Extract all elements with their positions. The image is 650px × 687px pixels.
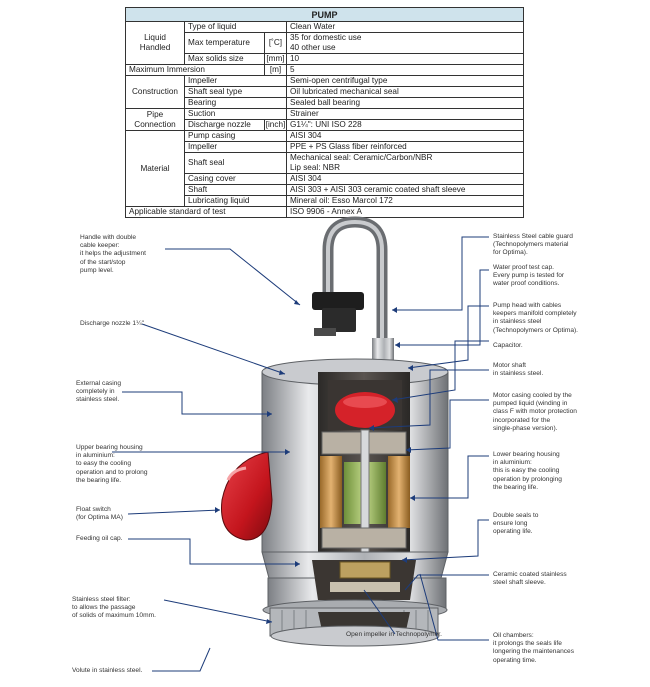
label-stainless-filter: Stainless steel filter: to allows the pa… bbox=[72, 596, 156, 620]
label-oil-chambers: Oil chambers: it prolongs the seals life… bbox=[493, 632, 575, 664]
label-ceramic-sleeve: Ceramic coated stainless steel shaft sle… bbox=[493, 571, 567, 587]
label-feeding-oil-cap: Feeding oil cap. bbox=[76, 535, 123, 542]
table-title: PUMP bbox=[124, 7, 525, 22]
float-switch bbox=[221, 451, 273, 541]
spec-table: PUMP Liquid Handled Type of liquid Clean… bbox=[124, 7, 525, 218]
table-row: Impeller PPE + PS Glass fiber reinforced bbox=[126, 141, 525, 153]
label-capacitor: Capacitor. bbox=[493, 342, 523, 349]
cable-guard bbox=[372, 338, 394, 364]
table-row: Material Pump casing AISI 304 bbox=[125, 130, 525, 207]
label-double-seals: Double seals to ensure long operating li… bbox=[493, 512, 539, 536]
leader-lines bbox=[112, 236, 489, 672]
handle bbox=[312, 216, 388, 345]
table-row: Pipe Connection Suction Strainer bbox=[125, 108, 525, 131]
motor-casing bbox=[261, 358, 449, 571]
label-motor-shaft: Motor shaft in stainless steel. bbox=[493, 362, 544, 378]
label-open-impeller: Open impeller in Technopolymer. bbox=[346, 631, 442, 638]
table-row: Shaft AISI 303 + AISI 303 ceramic coated… bbox=[126, 184, 525, 196]
table-header-row: PUMP bbox=[124, 7, 525, 22]
label-lower-bearing: Lower bearing housing in aluminium: this… bbox=[493, 451, 562, 491]
label-external-casing: External casing completely in stainless … bbox=[76, 380, 122, 404]
group-material: Material bbox=[125, 130, 185, 207]
motor-shaft bbox=[360, 429, 370, 571]
table-row: Discharge nozzle [inch] G1¼": UNI ISO 22… bbox=[126, 119, 525, 131]
label-float-switch: Float switch (for Optima MA) bbox=[76, 506, 123, 522]
table-row: Bearing Sealed ball bearing bbox=[126, 97, 525, 109]
winding-left bbox=[320, 456, 342, 528]
label-cable-guard: Stainless Steel cable guard (Technopolym… bbox=[493, 233, 573, 257]
leader-arrowheads bbox=[215, 300, 415, 624]
row-value: ISO 9906 - Annex A bbox=[285, 206, 525, 218]
table-row: Maximum Immersion [m] 5 bbox=[125, 64, 525, 76]
label-motor-casing: Motor casing cooled by the pumped liquid… bbox=[493, 392, 577, 432]
label-volute: Volute in stainless steel. bbox=[72, 667, 143, 674]
table-row: Max solids size [mm] 10 bbox=[126, 53, 525, 65]
table-row: Applicable standard of test ISO 9906 - A… bbox=[125, 206, 525, 218]
table-row: Casing cover AISI 304 bbox=[126, 173, 525, 185]
label-pump-head: Pump head with cables keepers manifold c… bbox=[493, 302, 579, 334]
winding-right bbox=[388, 456, 410, 528]
label-discharge-nozzle: Discharge nozzle 1¼". bbox=[80, 320, 146, 327]
pump-volute bbox=[261, 551, 449, 647]
oil-chamber bbox=[339, 561, 391, 579]
label-upper-bearing: Upper bearing housing in aluminium: to e… bbox=[76, 444, 148, 484]
table-row: Liquid Handled Type of liquid Clean Wate… bbox=[125, 21, 525, 65]
label-test-cap: Water proof test cap. Every pump is test… bbox=[493, 264, 565, 288]
label-handle: Handle with double cable keeper: it help… bbox=[80, 234, 146, 274]
